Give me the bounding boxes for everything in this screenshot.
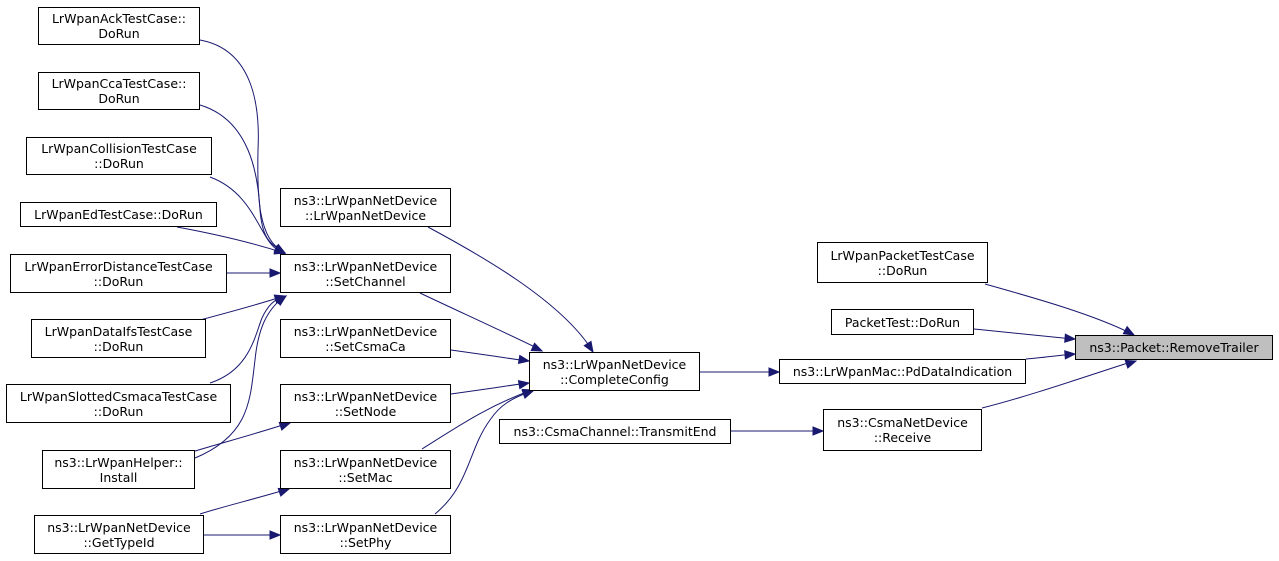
node-label: ns3::CsmaChannel::TransmitEnd bbox=[513, 424, 717, 439]
arrowhead-pddata bbox=[1064, 350, 1077, 360]
arrowhead-packettestcase bbox=[1122, 325, 1136, 336]
node-lrwpan-netdevice-setphy[interactable]: ns3::LrWpanNetDevice ::SetPhy bbox=[280, 515, 451, 554]
node-label: LrWpanEdTestCase::DoRun bbox=[34, 207, 203, 222]
node-lrwpan-netdevice-completeconfig[interactable]: ns3::LrWpanNetDevice ::CompleteConfig bbox=[529, 352, 700, 391]
node-label: LrWpanDataIfsTestCase ::DoRun bbox=[44, 323, 193, 354]
node-label: LrWpanCollisionTestCase ::DoRun bbox=[41, 141, 197, 171]
edge-cca-setchannel bbox=[199, 104, 285, 253]
node-label: ns3::LrWpanNetDevice ::LrWpanNetDevice bbox=[293, 192, 438, 223]
node-label: ns3::LrWpanNetDevice ::GetTypeId bbox=[47, 519, 191, 550]
node-label: ns3::Packet::RemoveTrailer bbox=[1089, 340, 1259, 355]
node-lrwpan-ed-testcase-dorun[interactable]: LrWpanEdTestCase::DoRun bbox=[20, 202, 217, 227]
edge-setmac-completeconfig bbox=[421, 389, 533, 450]
node-lrwpan-netdevice-setcsmaca[interactable]: ns3::LrWpanNetDevice ::SetCsmaCa bbox=[280, 319, 451, 358]
node-packet-removetrailer: ns3::Packet::RemoveTrailer bbox=[1075, 335, 1273, 360]
arrowhead-setchannel bbox=[530, 342, 544, 352]
edge-helper-setnode bbox=[194, 422, 290, 452]
node-label: PacketTest::DoRun bbox=[844, 314, 961, 330]
edge-dataifs-setchannel bbox=[199, 295, 285, 321]
node-label: ns3::LrWpanMac::PdDataIndication bbox=[792, 364, 1013, 379]
node-label: LrWpanAckTestCase:: DoRun bbox=[51, 11, 187, 41]
node-label: LrWpanPacketTestCase ::DoRun bbox=[830, 247, 975, 278]
arrowhead-gettypeid-setmac bbox=[277, 487, 291, 497]
node-lrwpan-netdevice-setchannel[interactable]: ns3::LrWpanNetDevice ::SetChannel bbox=[280, 254, 451, 293]
arrowhead-receive bbox=[1124, 359, 1138, 369]
arrowhead-setphy bbox=[521, 390, 535, 400]
node-label: ns3::LrWpanHelper:: Install bbox=[54, 454, 183, 485]
node-lrwpan-netdevice-setmac[interactable]: ns3::LrWpanNetDevice ::SetMac bbox=[280, 450, 451, 489]
node-label: LrWpanCcaTestCase:: DoRun bbox=[51, 76, 187, 106]
node-lrwpan-collision-testcase-dorun[interactable]: LrWpanCollisionTestCase ::DoRun bbox=[26, 137, 212, 175]
node-lrwpan-netdevice-gettypeid[interactable]: ns3::LrWpanNetDevice ::GetTypeId bbox=[34, 515, 204, 554]
arrowhead-setcsmaca bbox=[517, 354, 531, 364]
edge-ctor-completeconfig bbox=[427, 226, 593, 351]
edge-ed-setchannel bbox=[176, 226, 285, 254]
node-lrwpan-data-ifs-testcase-dorun[interactable]: LrWpanDataIfsTestCase ::DoRun bbox=[31, 319, 206, 358]
arrowhead-gettypeid-setphy bbox=[269, 530, 282, 540]
node-lrwpan-netdevice-setnode[interactable]: ns3::LrWpanNetDevice ::SetNode bbox=[280, 384, 451, 423]
node-lrwpan-slotted-csmaca-testcase-dorun[interactable]: LrWpanSlottedCsmacaTestCase ::DoRun bbox=[6, 384, 231, 423]
node-lrwpan-netdevice-ctor[interactable]: ns3::LrWpanNetDevice ::LrWpanNetDevice bbox=[280, 188, 451, 227]
arrowhead-completeconfig bbox=[768, 367, 781, 377]
arrowhead-helper bbox=[274, 295, 288, 307]
node-packettest-dorun[interactable]: PacketTest::DoRun bbox=[831, 309, 974, 335]
node-label: ns3::LrWpanNetDevice ::SetPhy bbox=[293, 519, 438, 550]
node-lrwpan-cca-testcase-dorun[interactable]: LrWpanCcaTestCase:: DoRun bbox=[38, 72, 200, 110]
node-csma-channel-transmitend[interactable]: ns3::CsmaChannel::TransmitEnd bbox=[499, 419, 731, 444]
arrowhead-setnode bbox=[517, 380, 531, 390]
edge-collision-setchannel bbox=[209, 176, 285, 254]
edge-packettestcase-removetrailer bbox=[984, 283, 1133, 335]
node-label: LrWpanSlottedCsmacaTestCase ::DoRun bbox=[19, 388, 218, 419]
node-label: LrWpanErrorDistanceTestCase ::DoRun bbox=[24, 258, 213, 289]
arrowhead-transmitend bbox=[812, 426, 825, 436]
arrowhead-ed bbox=[273, 245, 287, 255]
edge-gettypeid-setmac bbox=[199, 488, 289, 515]
node-label: ns3::LrWpanNetDevice ::SetMac bbox=[293, 454, 438, 485]
node-lrwpan-packet-testcase-dorun[interactable]: LrWpanPacketTestCase ::DoRun bbox=[817, 242, 988, 283]
node-label: ns3::CsmaNetDevice ::Receive bbox=[837, 415, 968, 445]
node-label: ns3::LrWpanNetDevice ::CompleteConfig bbox=[542, 356, 687, 387]
node-csma-netdevice-receive[interactable]: ns3::CsmaNetDevice ::Receive bbox=[823, 409, 982, 451]
arrowhead-ctor bbox=[583, 340, 594, 354]
edge-setchannel-completeconfig bbox=[419, 292, 542, 351]
edge-setphy-completeconfig bbox=[434, 390, 533, 515]
edge-ack-setchannel bbox=[199, 39, 285, 253]
edge-setcsmaca-completeconfig bbox=[450, 349, 528, 362]
edge-helper-setchannel bbox=[194, 295, 286, 459]
node-lrwpan-ack-testcase-dorun[interactable]: LrWpanAckTestCase:: DoRun bbox=[38, 7, 200, 45]
node-lrwpan-mac-pddataindication[interactable]: ns3::LrWpanMac::PdDataIndication bbox=[779, 359, 1026, 384]
node-lrwpan-helper-install[interactable]: ns3::LrWpanHelper:: Install bbox=[42, 450, 195, 489]
arrowhead-helper-setnode bbox=[278, 421, 292, 431]
node-lrwpan-error-distance-testcase-dorun[interactable]: LrWpanErrorDistanceTestCase ::DoRun bbox=[10, 254, 227, 293]
edge-packettest-removetrailer bbox=[973, 328, 1074, 340]
edge-slotted-setchannel bbox=[209, 295, 285, 384]
arrowhead-packettest bbox=[1064, 333, 1077, 343]
edge-setnode-completeconfig bbox=[450, 382, 528, 395]
edge-receive-removetrailer bbox=[981, 360, 1135, 409]
arrowhead-errdist bbox=[269, 268, 282, 278]
node-label: ns3::LrWpanNetDevice ::SetCsmaCa bbox=[293, 323, 438, 354]
node-label: ns3::LrWpanNetDevice ::SetChannel bbox=[293, 258, 438, 289]
node-label: ns3::LrWpanNetDevice ::SetNode bbox=[293, 388, 438, 419]
